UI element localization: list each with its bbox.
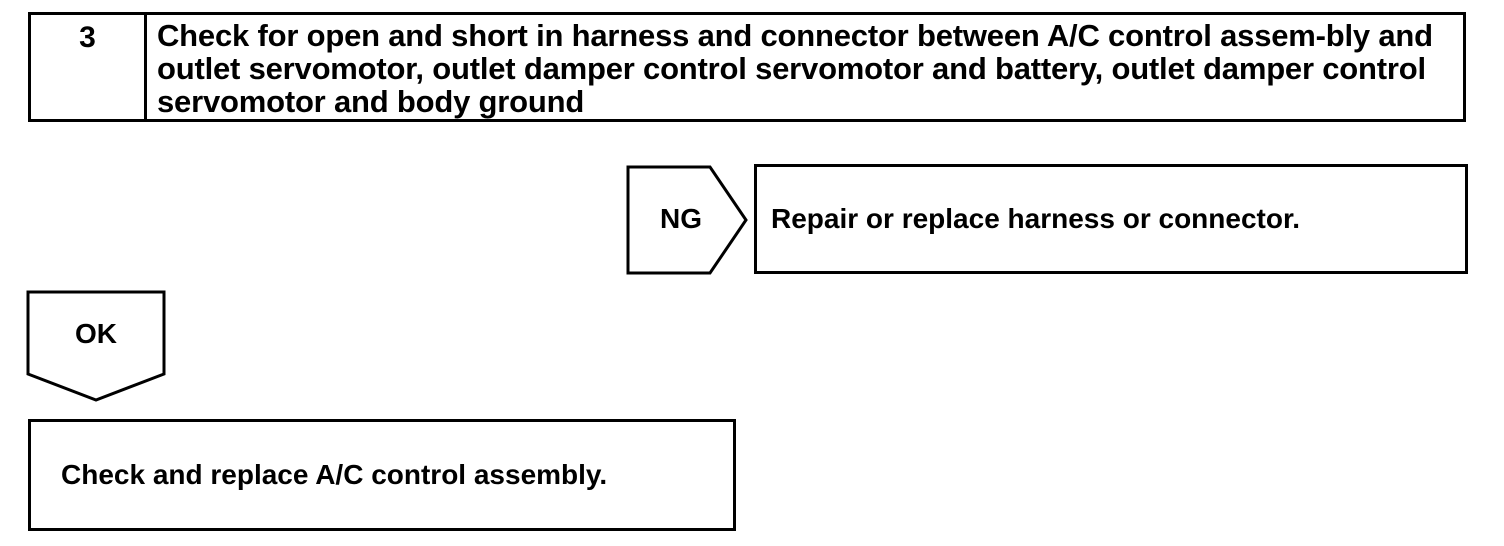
step-title: Check for open and short in harness and … bbox=[157, 18, 1433, 119]
ng-result-box: Repair or replace harness or connector. bbox=[754, 164, 1468, 274]
ok-arrow-shape bbox=[26, 290, 166, 402]
ok-label: OK bbox=[75, 318, 117, 349]
ng-arrow-shape bbox=[626, 165, 748, 275]
ng-arrow-tag: NG bbox=[626, 165, 750, 275]
ok-result-box: Check and replace A/C control assembly. bbox=[28, 419, 736, 531]
step-number: 3 bbox=[31, 15, 147, 119]
ng-result-text: Repair or replace harness or connector. bbox=[771, 203, 1301, 234]
ng-label: NG bbox=[660, 203, 702, 234]
ok-result-text: Check and replace A/C control assembly. bbox=[61, 459, 608, 490]
ok-arrow-tag: OK bbox=[26, 290, 168, 404]
step-box: 3 Check for open and short in harness an… bbox=[28, 12, 1466, 122]
